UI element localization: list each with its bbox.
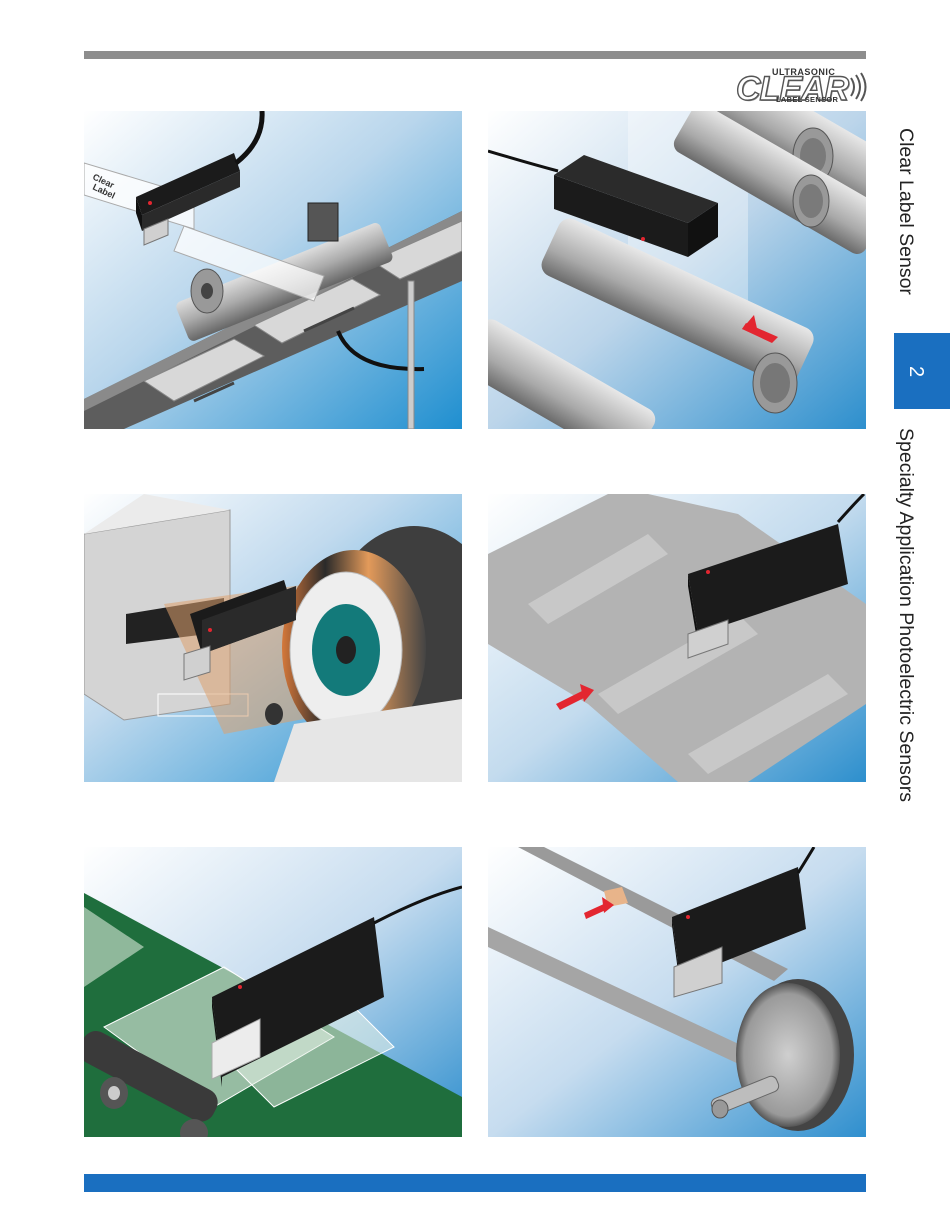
illustration-label-conveyor: Clear Label	[84, 111, 462, 429]
illustration-splice-detection	[488, 847, 866, 1137]
illustration-clear-web-rollers	[488, 111, 866, 429]
sound-waves-icon	[848, 72, 868, 102]
logo-bottom-word: LABEL SENSOR	[776, 95, 838, 104]
top-rule	[84, 51, 866, 59]
footer-bar	[84, 1174, 866, 1192]
section-tab[interactable]: 2	[894, 333, 950, 409]
illustration-folded-web	[488, 494, 866, 782]
section-tab-number: 2	[904, 366, 927, 377]
clear-label-sensor-logo: ULTRASONIC CLEAR LABEL SENSOR	[736, 66, 868, 106]
illustration-label-roll-machine	[84, 494, 462, 782]
illustration-glass-conveyor	[84, 847, 462, 1137]
